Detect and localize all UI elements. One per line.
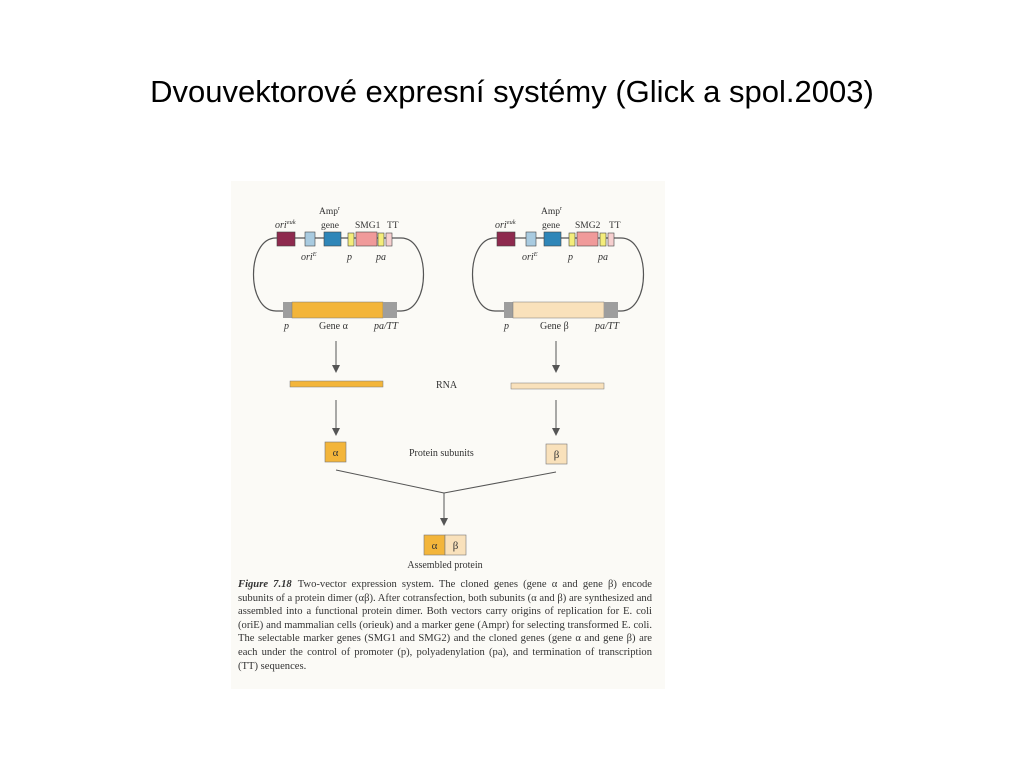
two-vector-diagram: orieuk Ampr gene SMG1 TT oriE p pa p Gen…: [252, 206, 645, 571]
figure-panel: orieuk Ampr gene SMG1 TT oriE p pa p Gen…: [231, 181, 665, 689]
merge-line-left: [335, 469, 445, 494]
caption-text: Two-vector expression system. The cloned…: [238, 579, 652, 672]
gene-beta-box: [512, 301, 605, 319]
rna-alpha-bar: [289, 380, 384, 388]
expression-flow: RNA α β Protein subunits α β Assembled p…: [289, 341, 605, 571]
amp-gene-box-left: [323, 231, 342, 247]
assembled-beta-symbol: β: [453, 540, 459, 552]
subunit-alpha-symbol: α: [333, 447, 339, 459]
subunit-alpha-box: [324, 441, 347, 463]
assembled-beta-box: [444, 534, 467, 556]
assembled-protein-label: Assembled protein: [407, 560, 482, 571]
ori-e-box-left: [304, 231, 316, 247]
gene-alpha-label: Gene α: [319, 321, 349, 332]
subunit-beta-box: [545, 443, 568, 465]
assembled-alpha-symbol: α: [432, 540, 438, 552]
vector-right: orieuk Ampr gene SMG2 TT oriE p pa p Gen…: [471, 206, 645, 332]
ori-euk-box-left: [276, 231, 296, 247]
p-label-left: p: [346, 252, 352, 263]
pa-tt-label-right: pa/TT: [594, 321, 620, 332]
gene-p-label-right: p: [503, 321, 509, 332]
tt-label-right: TT: [609, 221, 621, 231]
merge-line-right: [443, 471, 557, 494]
rna-label: RNA: [436, 380, 458, 391]
rna-beta-bar: [510, 382, 605, 390]
protein-subunits-label: Protein subunits: [409, 448, 474, 459]
smg-label-right: SMG2: [575, 221, 601, 231]
terminator-flank-left: [383, 302, 397, 318]
promoter-flank-left: [283, 302, 292, 318]
figure-number: Figure 7.18: [238, 579, 292, 590]
ori-e-box-right: [525, 231, 537, 247]
ori-e-label-right: oriE: [522, 251, 538, 263]
amp-label-left: Ampr: [319, 206, 340, 217]
subunit-beta-symbol: β: [554, 449, 560, 461]
tt-box-right: [607, 232, 615, 247]
promoter-box-right: [568, 232, 576, 247]
smg-box-left: [355, 231, 378, 247]
p-label-right: p: [567, 252, 573, 263]
tt-box-left: [385, 232, 393, 247]
ori-e-label-left: oriE: [301, 251, 317, 263]
tt-label-left: TT: [387, 221, 399, 231]
amp-gene-label-right: gene: [542, 221, 560, 231]
promoter-flank-right: [504, 302, 513, 318]
promoter-box-left: [347, 232, 355, 247]
slide-title: Dvouvektorové expresní systémy (Glick a …: [150, 74, 874, 109]
amp-label-right: Ampr: [541, 206, 562, 217]
amp-gene-label-left: gene: [321, 221, 339, 231]
vector-left: orieuk Ampr gene SMG1 TT oriE p pa p Gen…: [252, 206, 425, 332]
pa-tt-label-left: pa/TT: [373, 321, 399, 332]
pa-box-right: [599, 232, 607, 247]
gene-alpha-box: [291, 301, 384, 319]
gene-beta-label: Gene β: [540, 321, 569, 332]
smg-label-left: SMG1: [355, 221, 381, 231]
pa-label-right: pa: [597, 252, 608, 263]
pa-label-left: pa: [375, 252, 386, 263]
ori-euk-label-left: orieuk: [275, 219, 296, 231]
amp-gene-box-right: [543, 231, 562, 247]
pa-box-left: [377, 232, 385, 247]
ori-euk-box-right: [496, 231, 516, 247]
gene-p-label-left: p: [283, 321, 289, 332]
plasmid-loop-left: [252, 237, 425, 312]
smg-box-right: [576, 231, 599, 247]
plasmid-loop-right: [471, 237, 645, 312]
ori-euk-label-right: orieuk: [495, 219, 516, 231]
terminator-flank-right: [604, 302, 618, 318]
